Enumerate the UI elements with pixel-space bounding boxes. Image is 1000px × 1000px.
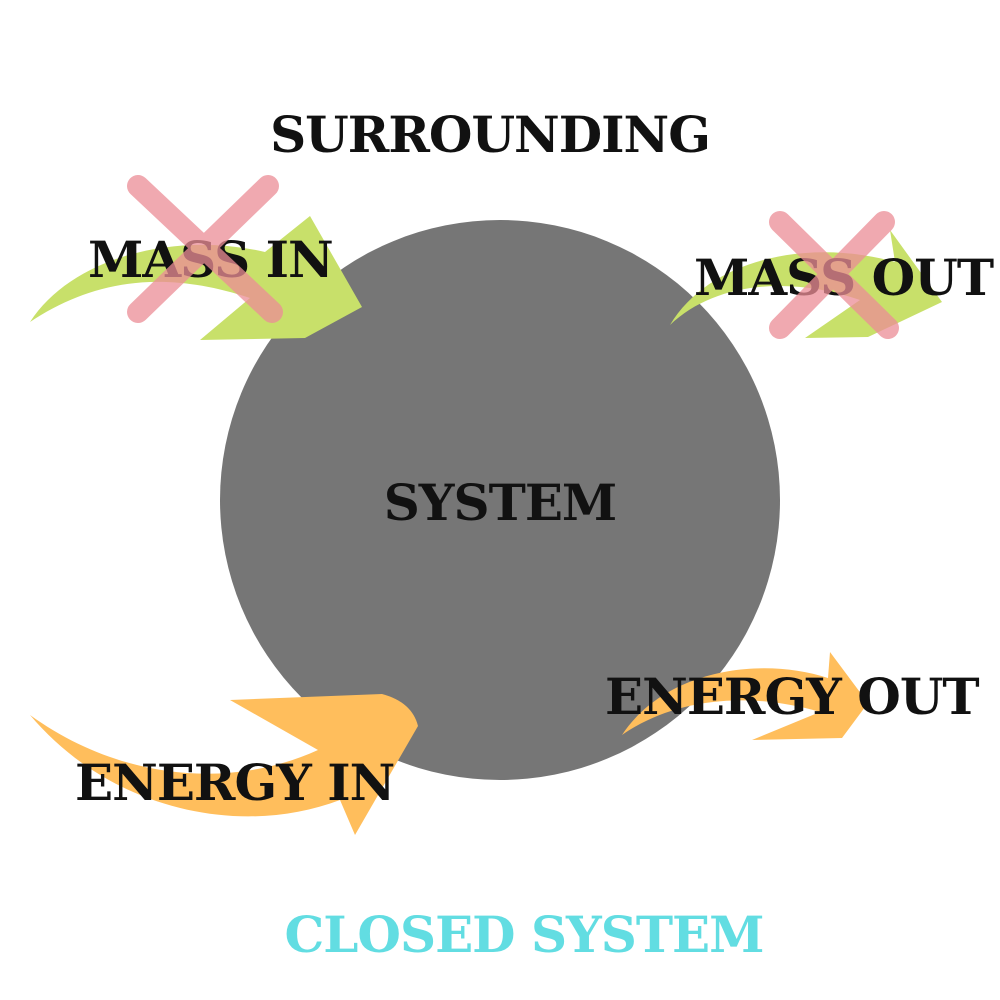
energy-out-arrow [622, 652, 868, 740]
surrounding-label: SURROUNDING [270, 105, 710, 164]
system-label: SYSTEM [384, 473, 617, 532]
closed-system-title: CLOSED SYSTEM [284, 905, 763, 964]
mass-in-cross-icon [127, 175, 283, 323]
mass-out-cross-icon [769, 211, 899, 339]
energy-in-arrow [30, 694, 418, 835]
energy-in-label: ENERGY IN [75, 753, 394, 812]
energy-out-label: ENERGY OUT [605, 667, 979, 726]
system-circle [220, 220, 780, 780]
